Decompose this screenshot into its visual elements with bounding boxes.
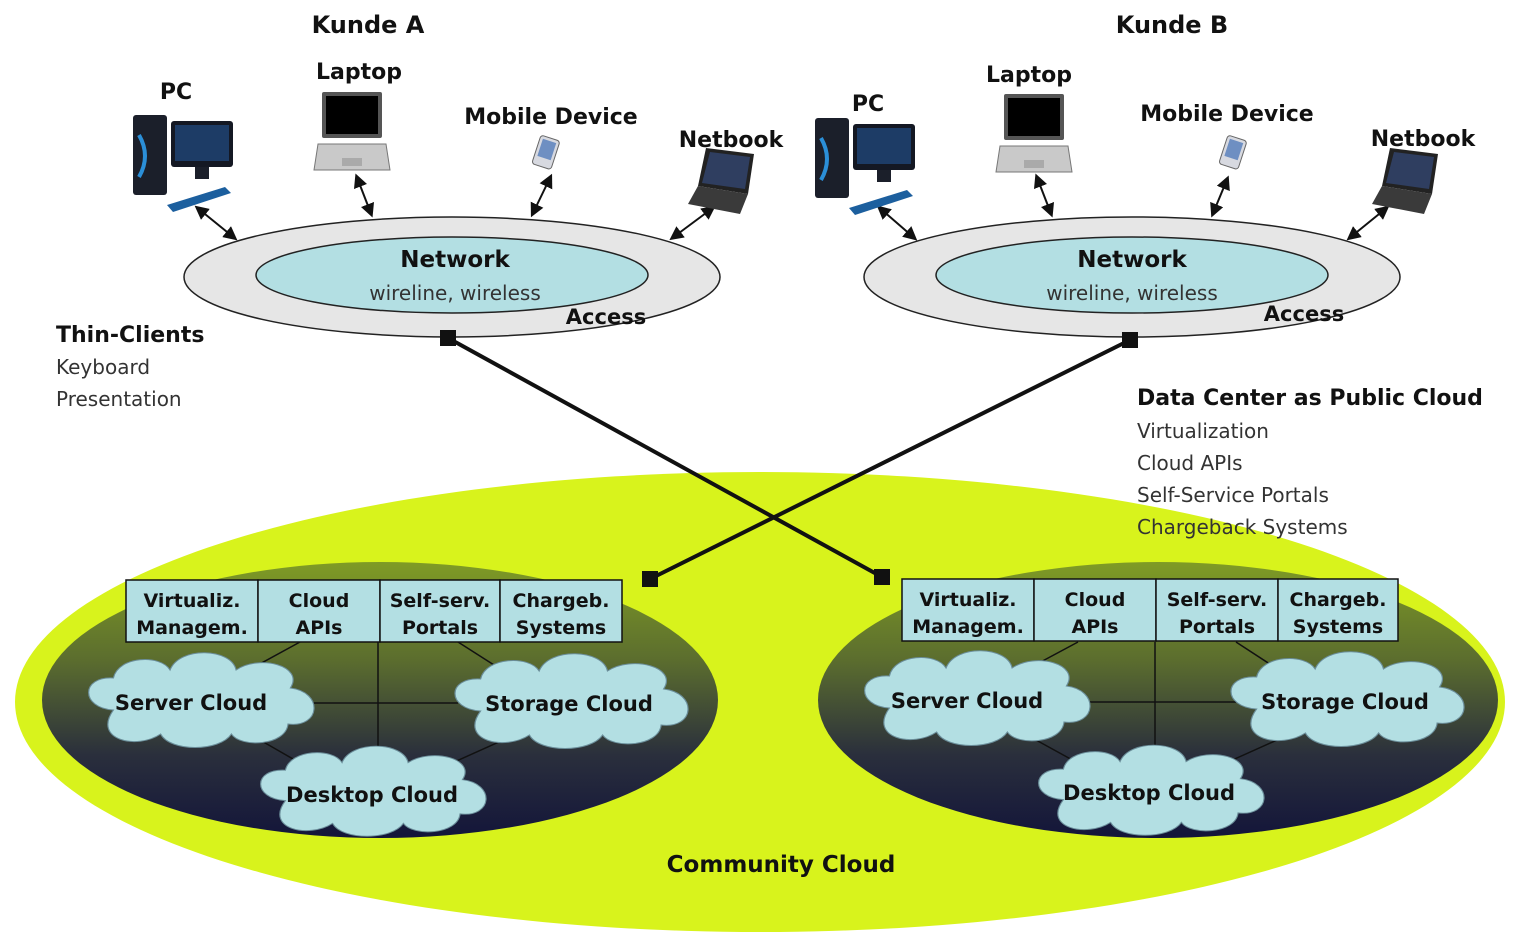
- pc-icon: [133, 115, 233, 212]
- service-label: Managem.: [136, 617, 248, 639]
- data-center-b: [864, 578, 1465, 836]
- data-center-line: Chargeback Systems: [1137, 515, 1348, 539]
- thin-clients-line: Presentation: [56, 387, 182, 411]
- mobile-device-icon: [532, 135, 560, 170]
- network-b-subtitle: wireline, wireless: [1046, 281, 1218, 305]
- laptop-icon: [995, 94, 1073, 173]
- service-label: Cloud: [289, 590, 350, 612]
- device-label-pc: PC: [160, 80, 192, 105]
- device-arrows-b: [876, 173, 1390, 241]
- service-label: Virtualiz.: [920, 589, 1017, 611]
- device-label-netbook: Netbook: [1371, 127, 1477, 152]
- service-label: Virtualiz.: [144, 590, 241, 612]
- service-label: APIs: [1071, 616, 1118, 638]
- network-a-access: Access: [566, 305, 646, 329]
- service-label: Chargeb.: [513, 590, 610, 612]
- network-a-subtitle: wireline, wireless: [369, 281, 541, 305]
- service-label: Self-serv.: [390, 590, 491, 612]
- device-label-laptop: Laptop: [316, 60, 402, 85]
- netbook-icon: [1372, 148, 1438, 214]
- device-label-mobile: Mobile Device: [464, 105, 637, 130]
- mobile-device-icon: [1219, 135, 1247, 170]
- data-center-a: [88, 579, 689, 837]
- netbook-icon: [688, 148, 754, 214]
- device-label-mobile: Mobile Device: [1140, 102, 1313, 127]
- service-label: Cloud: [1065, 589, 1126, 611]
- network-b-access: Access: [1264, 302, 1344, 326]
- network-a: [183, 216, 721, 338]
- service-label: Managem.: [912, 616, 1024, 638]
- service-label: Portals: [402, 617, 478, 639]
- server-cloud-label: Server Cloud: [891, 689, 1043, 713]
- customer-a-title: Kunde A: [312, 11, 425, 39]
- service-label: APIs: [295, 617, 342, 639]
- desktop-cloud-label: Desktop Cloud: [1063, 781, 1235, 805]
- service-bar: [125, 579, 623, 643]
- service-label: Systems: [516, 617, 606, 639]
- thin-clients-title: Thin-Clients: [56, 323, 204, 348]
- service-label: Portals: [1179, 616, 1255, 638]
- device-label-netbook: Netbook: [679, 128, 785, 153]
- connection-b-to-dc-a: [642, 332, 1138, 587]
- service-label: Chargeb.: [1290, 589, 1387, 611]
- network-a-title: Network: [400, 247, 510, 273]
- data-center-line: Virtualization: [1137, 419, 1269, 443]
- device-label-laptop: Laptop: [986, 63, 1072, 88]
- device-label-pc: PC: [852, 92, 884, 117]
- server-cloud-label: Server Cloud: [115, 691, 267, 715]
- network-b-title: Network: [1077, 247, 1187, 273]
- laptop-icon: [313, 92, 391, 171]
- service-label: Systems: [1293, 616, 1383, 638]
- pc-icon: [815, 118, 915, 215]
- storage-cloud-label: Storage Cloud: [1261, 690, 1429, 714]
- data-center-line: Self-Service Portals: [1137, 483, 1329, 507]
- community-cloud-label: Community Cloud: [667, 852, 896, 878]
- storage-cloud-label: Storage Cloud: [485, 692, 653, 716]
- service-bar: [901, 578, 1399, 642]
- desktop-cloud-label: Desktop Cloud: [286, 783, 458, 807]
- device-arrows-a: [194, 173, 716, 241]
- thin-clients-line: Keyboard: [56, 355, 150, 379]
- service-label: Self-serv.: [1167, 589, 1268, 611]
- data-center-line: Cloud APIs: [1137, 451, 1243, 475]
- customer-b-title: Kunde B: [1116, 11, 1228, 39]
- data-center-title: Data Center as Public Cloud: [1137, 386, 1483, 411]
